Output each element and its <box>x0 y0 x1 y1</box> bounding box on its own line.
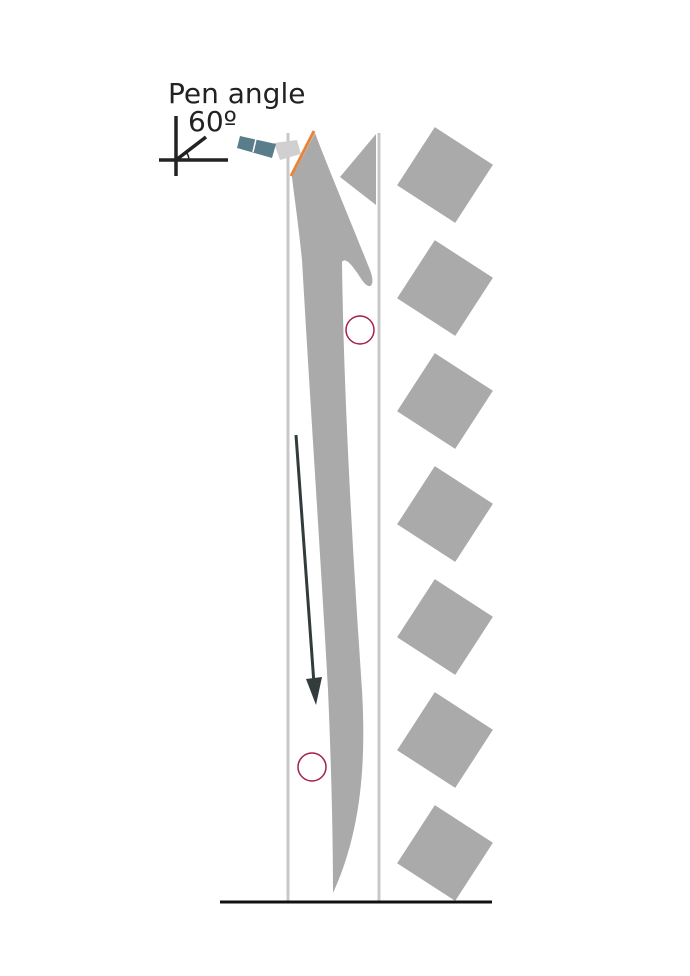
pen-width-diamond <box>397 466 493 562</box>
pen-angle-title: Pen angle <box>168 77 305 110</box>
pen-width-diamond <box>397 353 493 449</box>
angle-axes-icon <box>159 116 228 176</box>
pen-width-diamond <box>397 805 493 901</box>
pen-width-diamonds <box>397 127 493 901</box>
pen-width-diamond <box>397 127 493 223</box>
pen-angle-value: 60º <box>188 105 237 138</box>
pen-width-diamond <box>397 579 493 675</box>
pen-stroke <box>292 133 373 893</box>
down-arrow-icon <box>294 434 322 705</box>
point-marker-top <box>345 315 375 345</box>
pen-width-diamond <box>397 240 493 336</box>
pen-width-diamond <box>397 692 493 788</box>
point-marker-bottom <box>297 752 327 782</box>
wedge-shape <box>340 134 376 205</box>
calligraphy-pen-icon <box>237 130 316 177</box>
